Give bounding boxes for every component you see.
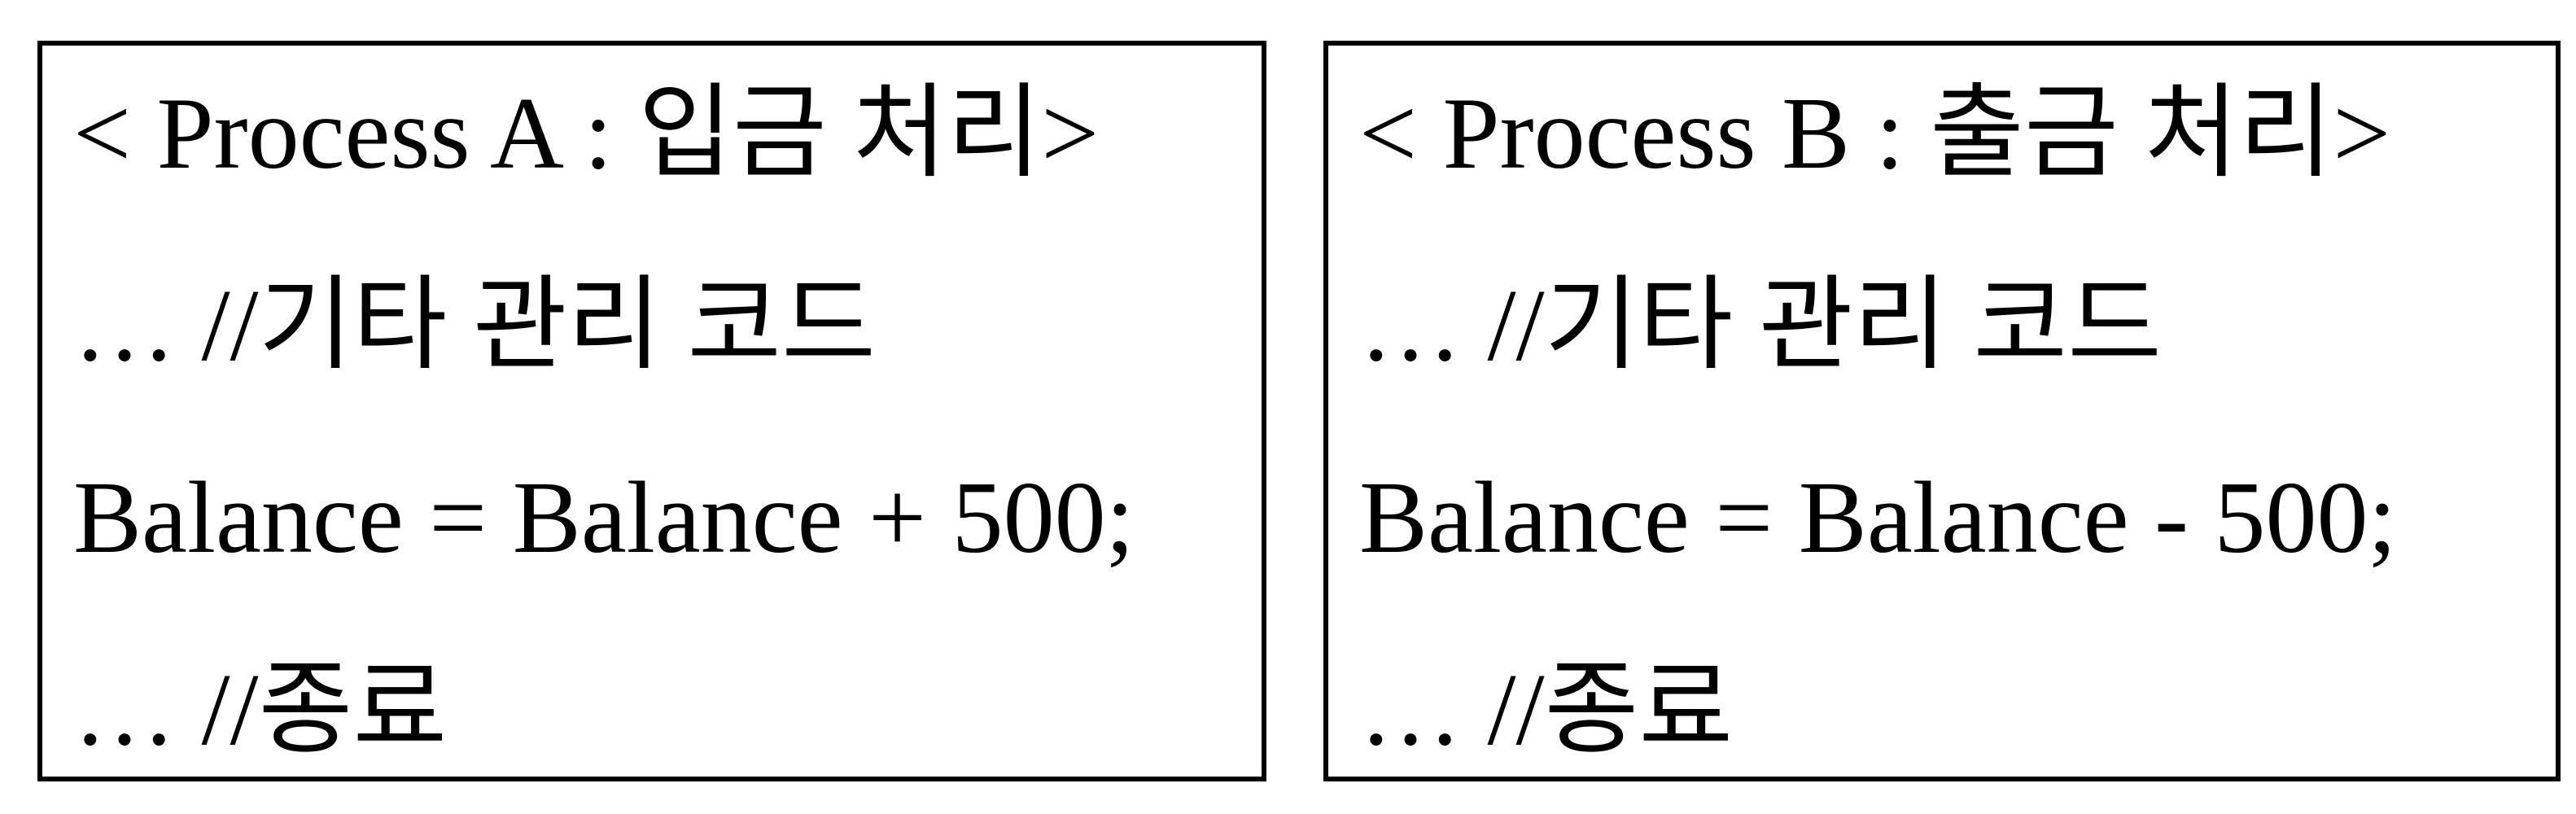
process-a-comment-end: … //종료 (73, 654, 448, 767)
process-b-box: < Process B : 출금 처리> … //기타 관리 코드 Balanc… (1323, 41, 2561, 781)
process-b-comment-misc: … //기타 관리 코드 (1359, 269, 2163, 383)
process-a-balance-statement: Balance = Balance + 500; (73, 462, 1135, 575)
process-b-header: < Process B : 출금 처리> (1359, 77, 2391, 190)
process-b-balance-statement: Balance = Balance - 500; (1359, 462, 2397, 575)
process-a-box: < Process A : 입금 처리> … //기타 관리 코드 Balanc… (37, 41, 1266, 781)
process-a-comment-misc: … //기타 관리 코드 (73, 269, 877, 383)
process-b-comment-end: … //종료 (1359, 654, 1734, 767)
process-a-header: < Process A : 입금 처리> (73, 77, 1100, 190)
